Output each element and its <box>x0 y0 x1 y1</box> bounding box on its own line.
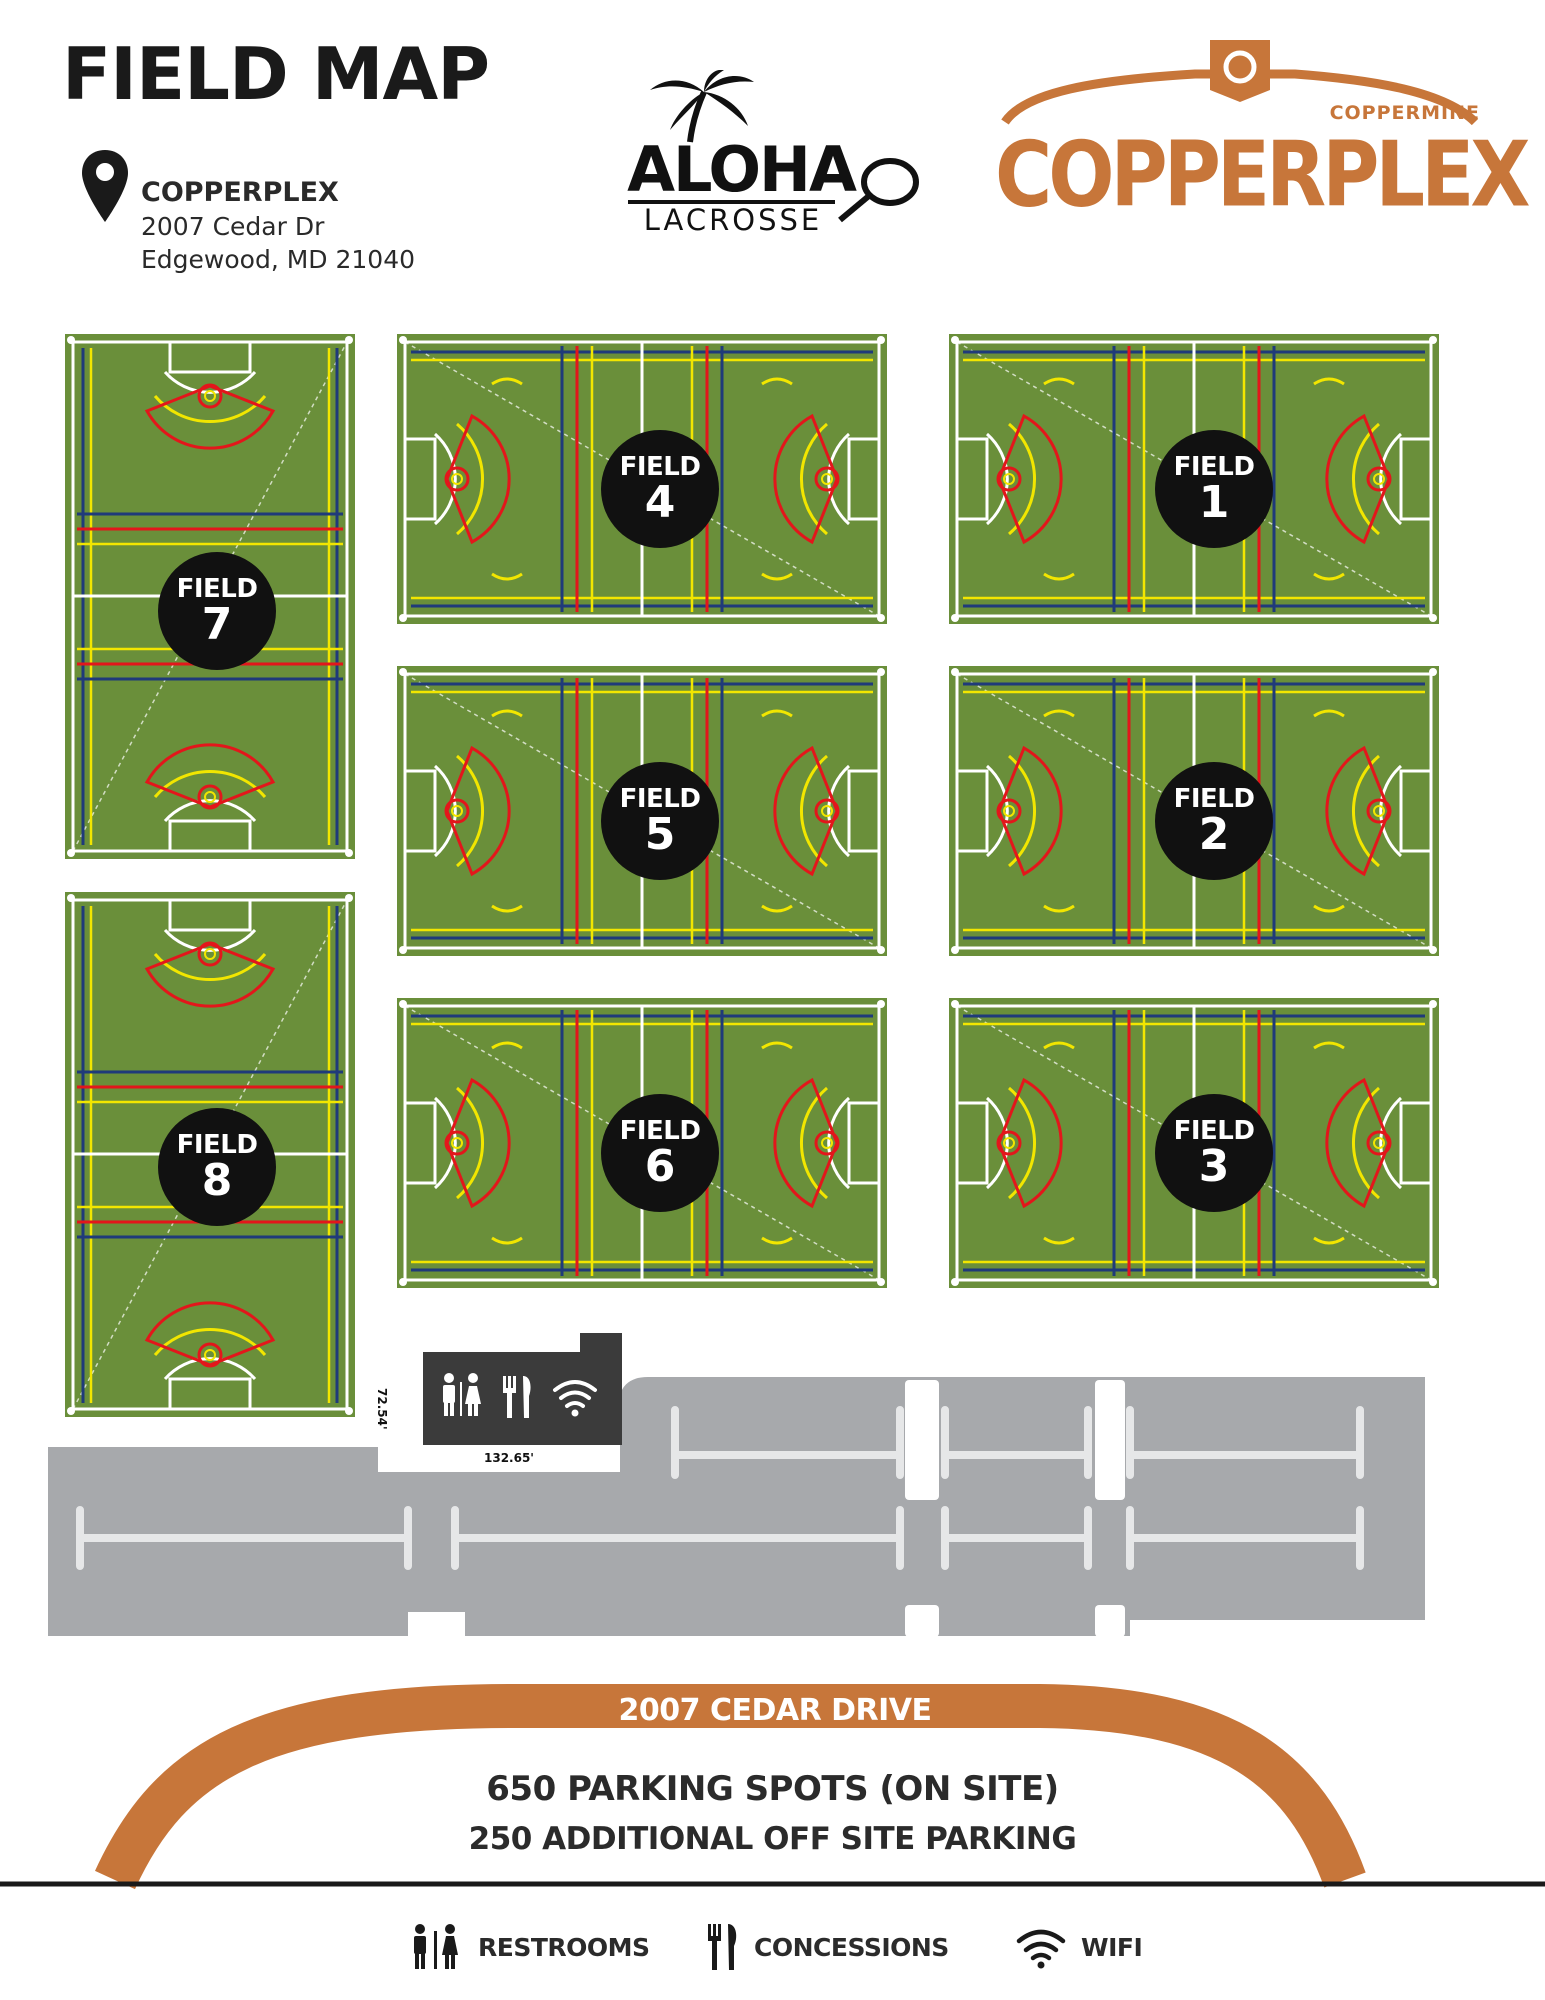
restroom-icon <box>414 1924 458 1969</box>
utensils-icon <box>708 1924 737 1970</box>
onsite-parking-label: 650 PARKING SPOTS (ON SITE) <box>486 1769 1059 1809</box>
venue-street: 2007 Cedar Dr <box>141 212 325 241</box>
legend-concessions: CONCESSIONS <box>706 1922 949 1972</box>
coppermine-wordmark: COPPERMINE <box>1329 102 1480 124</box>
legend-wifi-label: WIFI <box>1081 1932 1143 1962</box>
aloha-lacrosse-logo: ALOHA LACROSSE <box>620 70 925 240</box>
field-badge-1[interactable]: FIELD 1 <box>1155 430 1273 548</box>
utensils-icon <box>503 1376 531 1418</box>
parking-lot <box>48 1377 1425 1636</box>
lacrosse-wordmark: LACROSSE <box>643 203 823 237</box>
wifi-icon <box>1016 1929 1066 1969</box>
field-badge-3[interactable]: FIELD 3 <box>1155 1094 1273 1212</box>
field-badge-5[interactable]: FIELD 5 <box>601 762 719 880</box>
building-depth-label: 72.54' <box>375 1388 389 1430</box>
field-badge-7[interactable]: FIELD 7 <box>158 552 276 670</box>
venue-address: COPPERPLEX 2007 Cedar Dr Edgewood, MD 21… <box>141 176 415 276</box>
legend-concessions-label: CONCESSIONS <box>754 1932 949 1962</box>
cedar-drive-road <box>95 1683 1366 1890</box>
parking-dividers <box>905 1380 1125 1637</box>
clubhouse-building <box>423 1333 622 1445</box>
palm-tree-icon <box>628 70 919 223</box>
copperplex-logo: COPPERMINE COPPERPLEX <box>995 30 1531 227</box>
location-pin-icon <box>82 150 128 222</box>
legend-restrooms-label: RESTROOMS <box>478 1932 650 1962</box>
coppermine-arch-icon <box>1001 40 1479 126</box>
field-badge-4[interactable]: FIELD 4 <box>601 430 719 548</box>
parking-stall-lines <box>76 1406 1364 1570</box>
building-amenity-icons <box>443 1373 597 1418</box>
offsite-parking-label: 250 ADDITIONAL OFF SITE PARKING <box>468 1821 1077 1857</box>
aloha-wordmark: ALOHA <box>627 133 857 206</box>
field-badge-6[interactable]: FIELD 6 <box>601 1094 719 1212</box>
page-title: FIELD MAP <box>62 32 490 116</box>
legend-wifi: WIFI <box>1015 1922 1143 1972</box>
field-badge-8[interactable]: FIELD 8 <box>158 1108 276 1226</box>
restroom-icon <box>443 1373 481 1416</box>
venue-city: Edgewood, MD 21040 <box>141 245 416 274</box>
road-label: 2007 CEDAR DRIVE <box>618 1693 933 1728</box>
copperplex-wordmark: COPPERPLEX <box>995 123 1531 228</box>
wifi-icon <box>553 1380 597 1408</box>
field-badge-2[interactable]: FIELD 2 <box>1155 762 1273 880</box>
legend-restrooms: RESTROOMS <box>408 1922 650 1972</box>
venue-name: COPPERPLEX <box>141 177 339 208</box>
building-width-label: 132.65' <box>484 1451 534 1465</box>
